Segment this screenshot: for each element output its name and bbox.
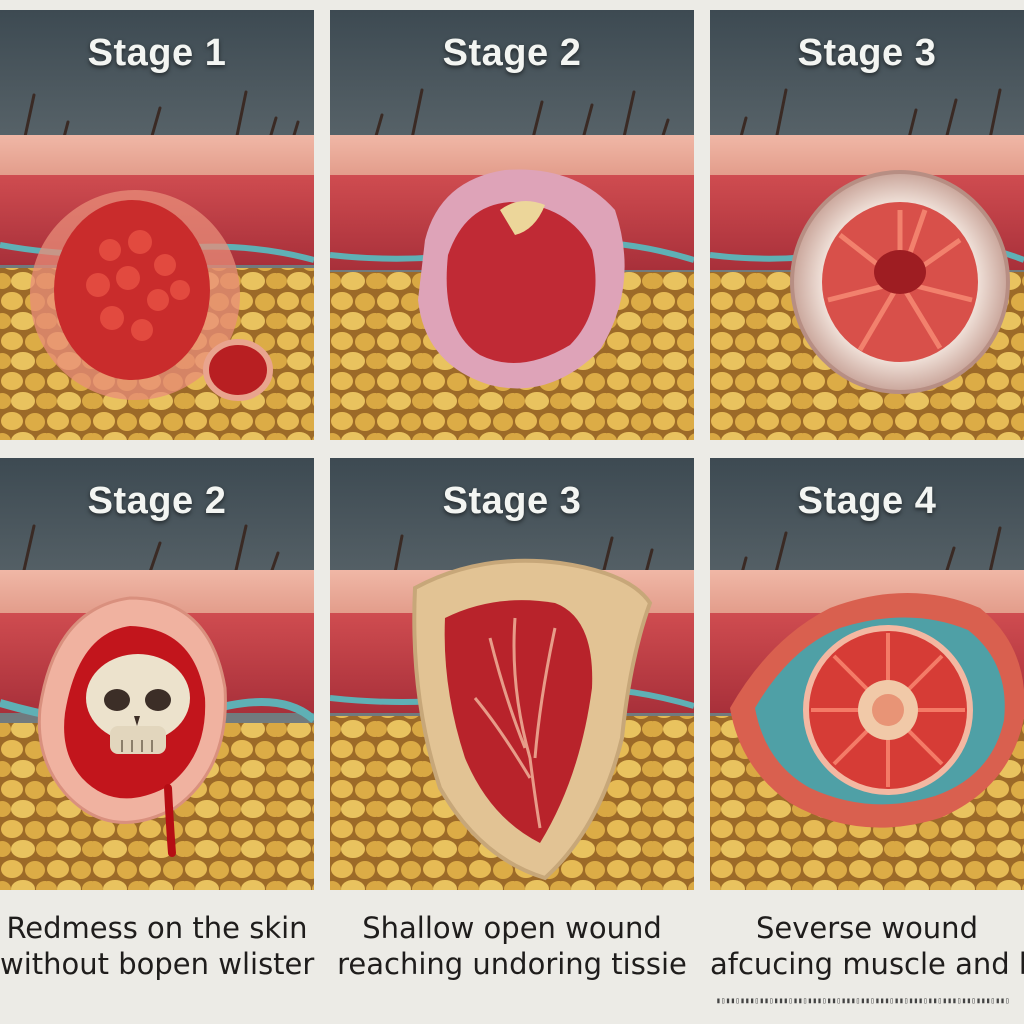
skull-icon: [86, 654, 190, 754]
caption-line: without bopen wlister: [0, 947, 315, 981]
skin-cross-section: [710, 526, 1024, 890]
stage-title: Stage 4: [797, 480, 937, 522]
panel-stage-3-lower: Stage 3: [330, 458, 694, 890]
caption-line: Redmess on the skin: [6, 911, 308, 945]
skin-cross-section: [710, 88, 1024, 440]
stage-title: Stage 3: [797, 32, 937, 74]
caption-stage-2: Shallow open wound reaching undoring tis…: [330, 910, 694, 982]
panel-stage-3: Stage 3: [710, 10, 1024, 440]
fine-print-decoration: ▮▯▮▮▯▮▮▮▯▮▮▯▮▮▮▯▮▮▯▮▮▮▯▮▮▯▮▮▮▯▮▮▯▮▮▮▯▮▮▯…: [716, 996, 1010, 1005]
caption-stage-1: Redmess on the skin without bopen wliste…: [0, 910, 314, 982]
stage-title: Stage 3: [442, 480, 582, 522]
skin-cross-section: [330, 534, 694, 890]
skin-cross-section: [0, 524, 314, 890]
caption-line: afcucing muscle and bo: [710, 947, 1024, 981]
stage-title: Stage 1: [87, 32, 227, 74]
panel-stage-2: Stage 2: [330, 10, 694, 440]
skin-cross-section: [0, 90, 314, 440]
stage-title: Stage 2: [87, 480, 227, 522]
panel-stage-4: Stage 4: [710, 458, 1024, 890]
caption-line: Shallow open wound: [362, 911, 662, 945]
caption-line: Severse wound: [756, 911, 978, 945]
skin-cross-section: [330, 88, 694, 440]
panel-stage-2-lower: Stage 2: [0, 458, 314, 890]
caption-stage-4: Severse wound afcucing muscle and bo: [710, 910, 1024, 982]
stage-title: Stage 2: [442, 32, 582, 74]
caption-line: reaching undoring tissie: [337, 947, 687, 981]
panel-stage-1: Stage 1: [0, 10, 314, 440]
